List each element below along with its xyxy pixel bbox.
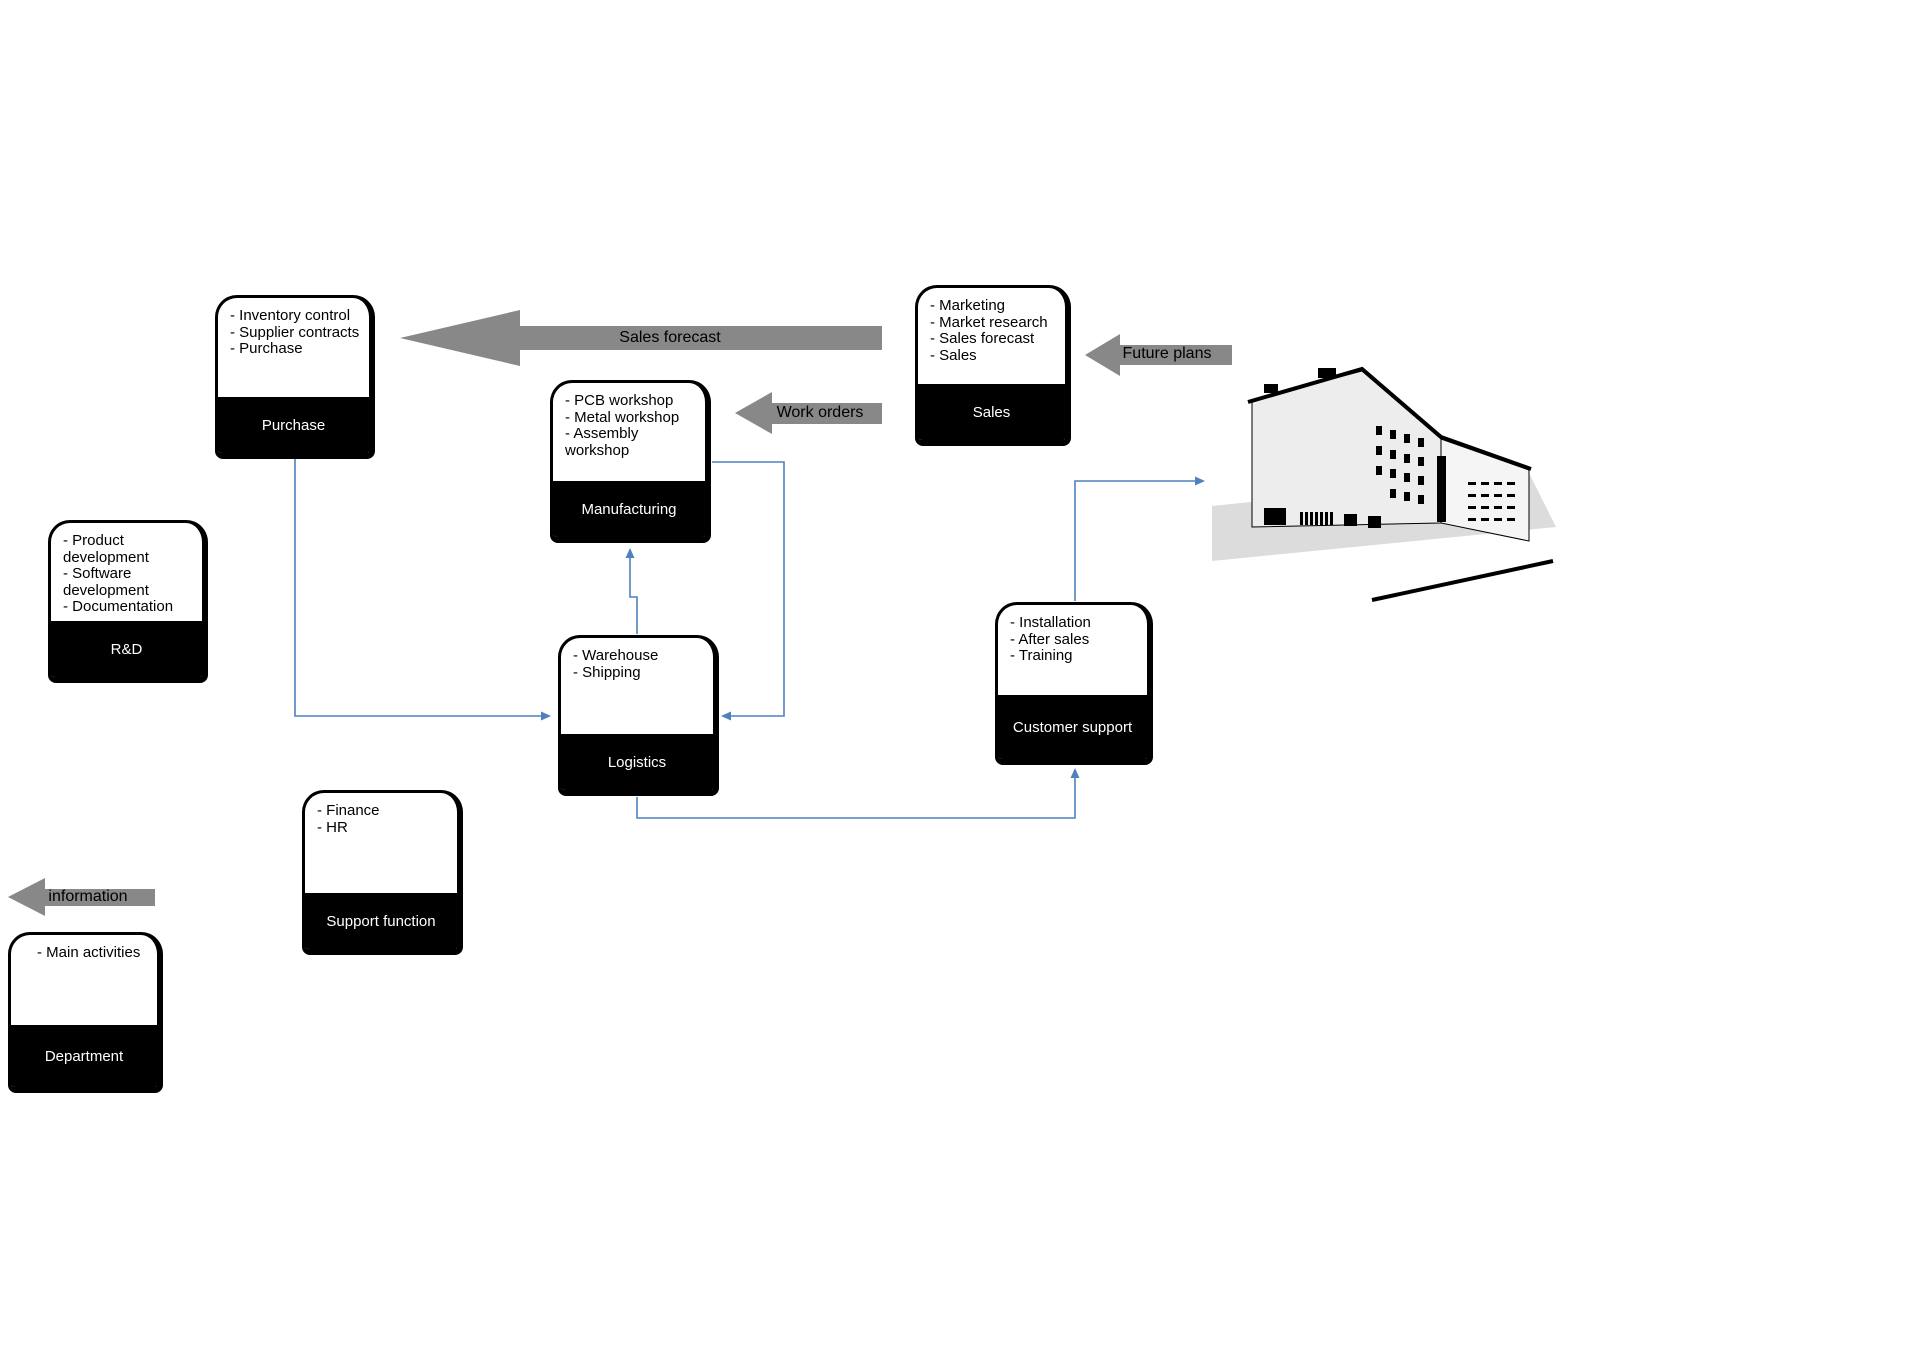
sales-activities: - Marketing - Market research - Sales fo… — [930, 297, 1048, 364]
purchase-label: Purchase — [218, 397, 369, 453]
connector-purchase-to-logistics — [294, 459, 551, 721]
connector-logistics-to-manufacturing — [625, 548, 638, 634]
work-orders-label: Work orders — [776, 404, 864, 421]
future-plans-arrow — [1085, 334, 1232, 376]
building-doors — [1264, 456, 1446, 528]
legend-department-label: Department — [11, 1025, 157, 1087]
rnd-label: R&D — [51, 621, 202, 677]
sales-forecast-label: Sales forecast — [619, 329, 721, 346]
connector-logistics-to-customer-support — [636, 768, 1080, 819]
building-illustration — [1212, 366, 1556, 602]
sales-label: Sales — [918, 384, 1065, 440]
support-function-box: - Finance - HR Support function — [302, 790, 463, 955]
legend-department-activities: - Main activities — [37, 944, 141, 961]
connectors — [294, 459, 1205, 819]
block-arrows — [8, 310, 1232, 916]
building-windows — [1376, 426, 1424, 504]
customer-support-label: Customer support — [998, 695, 1147, 759]
purchase-box: - Inventory control - Supplier contracts… — [215, 295, 375, 459]
support-function-activities: - Finance - HR — [317, 802, 380, 836]
future-plans-label: Future plans — [1122, 345, 1212, 362]
sales-box: - Marketing - Market research - Sales fo… — [915, 285, 1071, 446]
manufacturing-activities: - PCB workshop - Metal workshop - Assemb… — [565, 392, 680, 459]
logistics-label: Logistics — [561, 734, 713, 790]
building-wing-windows — [1468, 482, 1515, 521]
customer-support-box: - Installation - After sales - Training … — [995, 602, 1153, 765]
connector-customer-support-to-building — [1074, 476, 1205, 601]
building-roofline — [1247, 366, 1532, 471]
rnd-box: - Product development - Software develop… — [48, 520, 208, 683]
work-orders-arrow — [735, 392, 882, 434]
manufacturing-box: - PCB workshop - Metal workshop - Assemb… — [550, 380, 711, 543]
information-legend-arrow — [8, 878, 155, 916]
building-road-line — [1371, 559, 1554, 602]
logistics-activities: - Warehouse - Shipping — [573, 647, 659, 681]
purchase-activities: - Inventory control - Supplier contracts… — [230, 307, 360, 357]
rnd-activities: - Product development - Software develop… — [63, 532, 174, 615]
support-function-label: Support function — [305, 893, 457, 949]
manufacturing-label: Manufacturing — [553, 481, 705, 537]
information-legend-label: information — [48, 888, 128, 905]
connector-manufacturing-to-logistics — [712, 461, 785, 721]
legend-department-box: - Main activities Department — [8, 932, 163, 1093]
sales-forecast-arrow — [400, 310, 882, 366]
customer-support-activities: - Installation - After sales - Training — [1010, 614, 1091, 664]
logistics-box: - Warehouse - Shipping Logistics — [558, 635, 719, 796]
